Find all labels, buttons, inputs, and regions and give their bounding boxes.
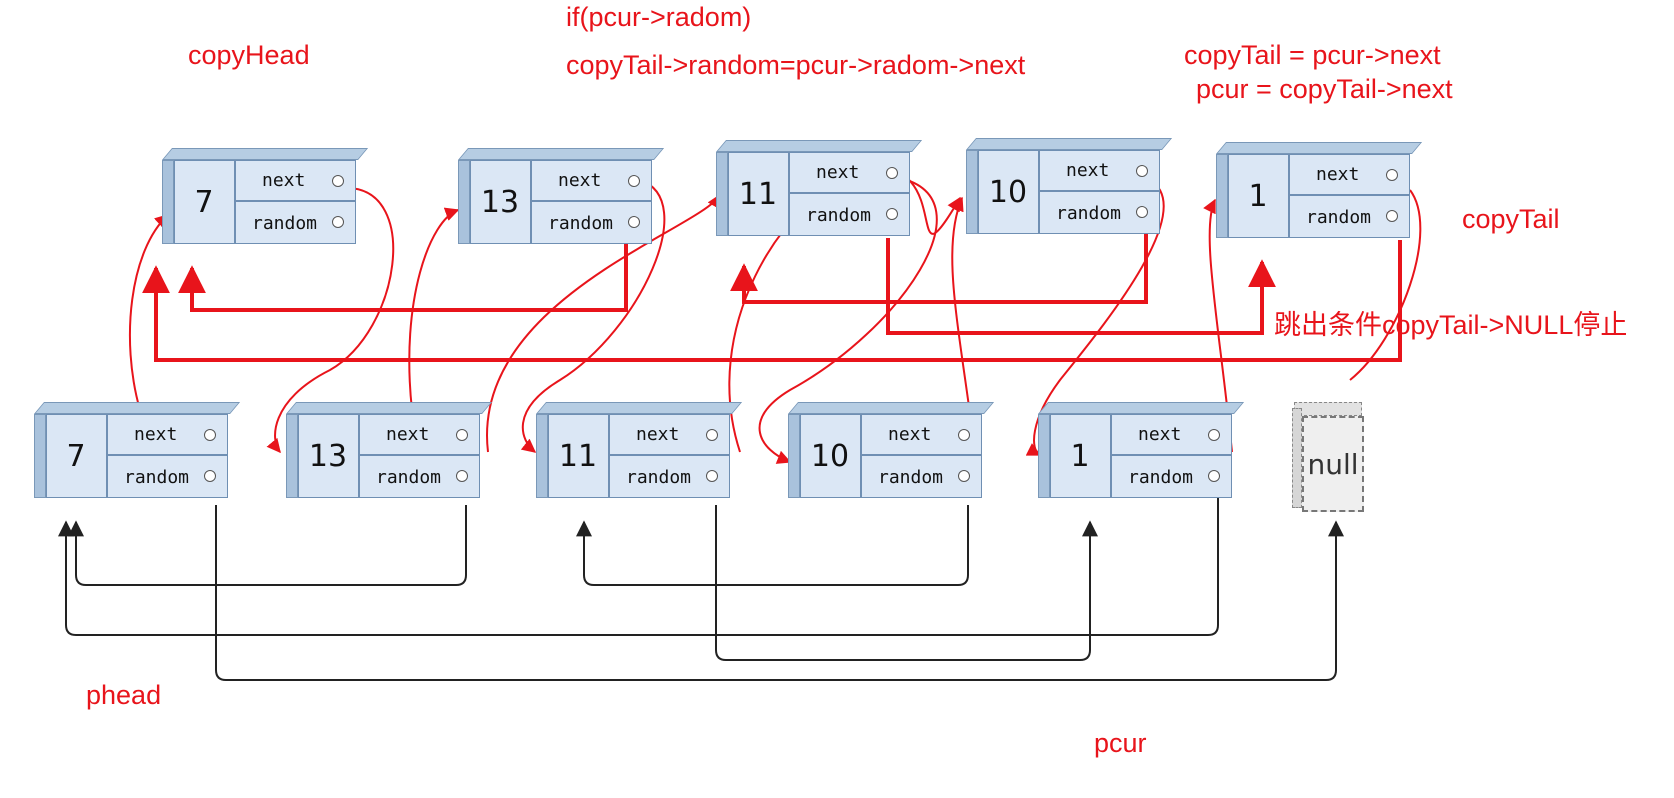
- interleave-links: [128, 167, 1422, 464]
- copy-random-1-to-7: [142, 240, 1402, 362]
- random-label: random: [626, 466, 692, 488]
- original-node: 11 next random: [536, 402, 743, 500]
- next-pointer-icon: [1208, 429, 1220, 441]
- random-link-10-to-11: [576, 505, 969, 586]
- next-pointer-icon: [1136, 165, 1148, 177]
- random-pointer-icon: [332, 216, 344, 228]
- random-pointer-icon: [1386, 210, 1398, 222]
- random-pointer-icon: [1208, 470, 1220, 482]
- copy-random-links: [142, 232, 1402, 362]
- copy-random-10-to-11: [730, 232, 1148, 304]
- original-node: 10 next random: [788, 402, 995, 500]
- node-value: 11: [548, 414, 610, 498]
- null-label: null: [1302, 416, 1364, 512]
- next-label: next: [816, 161, 860, 183]
- copy-head-label: copyHead: [188, 40, 310, 70]
- next-label: next: [1066, 159, 1110, 181]
- random-label: random: [806, 204, 872, 226]
- next-label: next: [262, 169, 306, 191]
- next-pointer-icon: [886, 167, 898, 179]
- original-node: 1 next random: [1038, 402, 1245, 500]
- random-label: random: [548, 212, 614, 234]
- next-label: next: [386, 423, 430, 445]
- node-value: 10: [800, 414, 862, 498]
- random-pointer-icon: [204, 470, 216, 482]
- random-pointer-icon: [456, 470, 468, 482]
- next-pointer-icon: [456, 429, 468, 441]
- copy-node: 11 next random: [716, 140, 923, 238]
- node-value: 7: [174, 160, 236, 244]
- node-value: 1: [1228, 154, 1290, 238]
- random-pointer-icon: [958, 470, 970, 482]
- node-value: 7: [46, 414, 108, 498]
- random-label: random: [1056, 202, 1122, 224]
- exit-condition-label: 跳出条件copyTail->NULL停止: [1274, 310, 1628, 340]
- next-pointer-icon: [204, 429, 216, 441]
- random-pointer-icon: [706, 470, 718, 482]
- copy-random-11-to-1: [886, 238, 1276, 335]
- node-value: 11: [728, 152, 790, 236]
- node-value: 13: [470, 160, 532, 244]
- pcur-assign-label: pcur = copyTail->next: [1196, 74, 1453, 104]
- next-pointer-icon: [332, 175, 344, 187]
- random-link-7-to-null: [215, 505, 1344, 681]
- random-label: random: [376, 466, 442, 488]
- node-value: 1: [1050, 414, 1112, 498]
- random-assign-label: copyTail->random=pcur->radom->next: [566, 50, 1026, 80]
- copy-node: 13 next random: [458, 148, 665, 246]
- copy-tail-label: copyTail: [1462, 204, 1560, 234]
- node-value: 13: [298, 414, 360, 498]
- random-label: random: [124, 466, 190, 488]
- if-condition-label: if(pcur->radom): [566, 2, 752, 32]
- random-label: random: [878, 466, 944, 488]
- random-pointer-icon: [628, 216, 640, 228]
- next-label: next: [1316, 163, 1360, 185]
- next-pointer-icon: [706, 429, 718, 441]
- original-node: 7 next random: [34, 402, 241, 500]
- next-pointer-icon: [628, 175, 640, 187]
- copy-node: 10 next random: [966, 138, 1173, 236]
- next-pointer-icon: [1386, 169, 1398, 181]
- pcur-label: pcur: [1094, 728, 1147, 758]
- null-node: null: [1292, 402, 1366, 516]
- random-pointer-icon: [1136, 206, 1148, 218]
- next-label: next: [1138, 423, 1182, 445]
- random-link-11-to-1: [715, 505, 1098, 661]
- node-value: 10: [978, 150, 1040, 234]
- phead-label: phead: [86, 680, 162, 710]
- copy-node: 1 next random: [1216, 142, 1423, 240]
- next-label: next: [636, 423, 680, 445]
- random-link-13-to-7: [68, 505, 467, 586]
- random-label: random: [252, 212, 318, 234]
- next-label: next: [888, 423, 932, 445]
- random-pointer-icon: [886, 208, 898, 220]
- original-random-links: [58, 460, 1344, 681]
- random-link-1-to-7: [58, 460, 1219, 636]
- copy-random-13-to-7: [178, 232, 628, 312]
- tail-assign-label: copyTail = pcur->next: [1184, 40, 1441, 70]
- random-label: random: [1128, 466, 1194, 488]
- random-label: random: [1306, 206, 1372, 228]
- next-label: next: [558, 169, 602, 191]
- original-node: 13 next random: [286, 402, 493, 500]
- next-pointer-icon: [958, 429, 970, 441]
- copy-node: 7 next random: [162, 148, 369, 246]
- next-label: next: [134, 423, 178, 445]
